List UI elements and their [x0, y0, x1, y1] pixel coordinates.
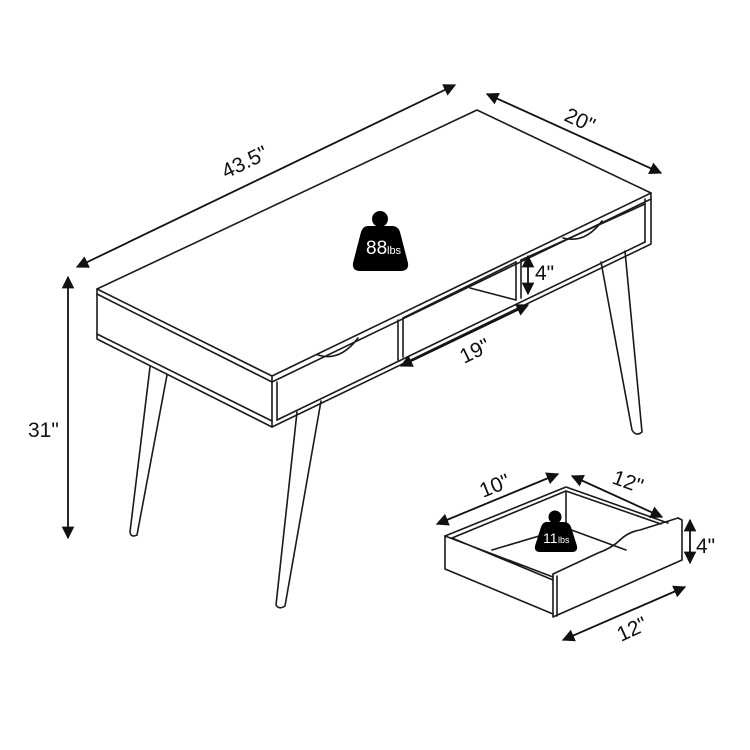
desk-left-bottom-edge — [96, 333, 273, 422]
drawer-front-pull-cutout — [552, 517, 679, 575]
dim-shelf-width-arrow — [399, 304, 530, 367]
weight-icon-handle — [548, 510, 562, 524]
desk-left-side — [96, 288, 273, 428]
drawer-weight-badge: 11 lbs — [534, 510, 578, 552]
desk-divider-1 — [397, 317, 404, 361]
dim-drawer-height-label: 4" — [696, 535, 715, 558]
desk-weight-unit: lbs — [387, 245, 402, 257]
desk-leg-back-right — [600, 250, 643, 435]
drawer-left-side-top — [444, 535, 554, 581]
dim-drawer-width-back-arrow — [570, 474, 664, 519]
desk-weight-badge: 88 lbs — [352, 211, 409, 271]
drawer-left-side — [444, 535, 554, 615]
desk-drawer-left-pull — [317, 337, 359, 358]
desk-divider-2 — [515, 259, 522, 301]
dim-depth-label: 20" — [561, 104, 599, 138]
dim-drawer-width-front-arrow — [561, 585, 687, 642]
dim-shelf-width-label: 19" — [456, 334, 494, 368]
desk-front-bottom-edge — [276, 241, 646, 421]
dim-drawer-depth-arrow — [435, 472, 560, 526]
desk-leg-front-left — [129, 366, 168, 537]
dim-drawer-depth-label: 10" — [476, 470, 513, 503]
desk-weight-value: 88 — [366, 238, 387, 259]
dim-length-arrow — [75, 84, 457, 268]
drawer-front-panel — [552, 517, 683, 618]
desk-leg-front-center — [275, 400, 322, 609]
dim-drawer-width-front-label: 12" — [613, 613, 651, 647]
drawer-dimensions: 10" 12" 4" 12" — [435, 466, 715, 647]
desk-front-apron — [271, 192, 652, 428]
drawer-weight-value: 11 — [543, 530, 558, 546]
drawer-weight-unit: lbs — [558, 535, 570, 545]
dim-depth-arrow — [485, 92, 663, 175]
dim-height-label: 31" — [28, 419, 59, 442]
desk-drawer-right-pull — [562, 220, 603, 240]
weight-icon-handle — [372, 211, 388, 227]
weight-icon — [534, 522, 578, 552]
dim-drawer-width-back-label: 12" — [609, 466, 646, 498]
dim-shelf-height-label: 4" — [535, 262, 554, 285]
